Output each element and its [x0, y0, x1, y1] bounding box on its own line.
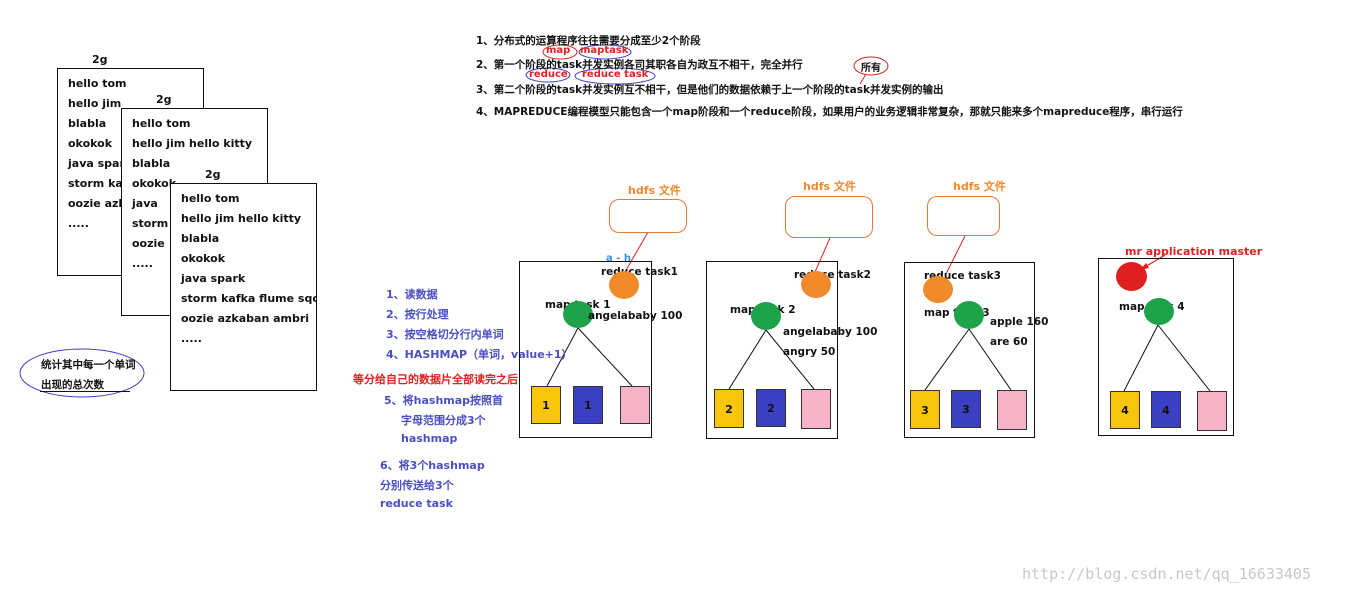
doc2-line: .....	[132, 257, 153, 270]
map-task-1-kv-1: angelababy 100	[588, 310, 683, 322]
app-master-circle	[1116, 262, 1147, 291]
map-task-2-circle	[751, 302, 781, 330]
node-box-4	[1098, 258, 1234, 436]
doc3-size-label: 2g	[205, 168, 221, 181]
map-annotation-ellipse	[542, 44, 578, 60]
doc3-line: storm kafka flume sqoop	[181, 292, 316, 305]
step-1: 1、读数据	[386, 288, 438, 301]
step-6-line1: 6、将3个hashmap	[380, 459, 485, 472]
partition-2-yellow: 2	[714, 389, 744, 428]
annotation-map: map	[546, 45, 571, 56]
doc3-lines: hello tom hello jim hello kitty blabla okok…	[171, 184, 316, 349]
step-6-line2: 分别传送给3个	[380, 479, 454, 492]
task-description-line1: 统计其中每一个单词	[41, 359, 136, 371]
partition-3-yellow: 3	[910, 390, 940, 429]
map-task-3-circle	[954, 301, 984, 329]
doc2-line: storm	[132, 217, 169, 230]
annotation-all: 所有	[861, 63, 881, 74]
partition-1-blue: 1	[573, 386, 603, 424]
step-3: 3、按空格切分行内单词	[386, 328, 504, 341]
note-1: 1、分布式的运算程序往往需要分成至少2个阶段	[476, 35, 701, 47]
doc3-line: java spark	[181, 272, 246, 285]
partition-4-pink	[1197, 391, 1227, 431]
reduce-task-2-circle	[801, 271, 831, 298]
doc2-line: java	[132, 197, 158, 210]
annotation-reduce: reduce	[529, 69, 568, 80]
step-6-line3: reduce task	[380, 497, 453, 510]
step-4: 4、HASHMAP（单词，value+1）	[386, 348, 573, 361]
hdfs-label-2: hdfs 文件	[803, 180, 856, 193]
doc1-size-label: 2g	[92, 53, 108, 66]
step-5-line2: 字母范围分成3个	[401, 414, 486, 427]
partition-4-blue: 4	[1151, 391, 1181, 428]
doc1-line: blabla	[68, 117, 107, 130]
doc3-line: blabla	[181, 232, 220, 245]
task-description-underline	[40, 391, 130, 392]
partition-1-pink	[620, 386, 650, 424]
partition-3-blue: 3	[951, 390, 981, 428]
watermark: http://blog.csdn.net/qq_16633405	[1022, 565, 1311, 583]
partition-2-blue: 2	[756, 389, 786, 427]
app-master-label: mr application master	[1125, 245, 1263, 258]
node-box-3	[904, 262, 1035, 438]
doc2-size-label: 2g	[156, 93, 172, 106]
annotation-reduce-task: reduce task	[582, 69, 649, 80]
map-task-3-kv-1: apple 160	[990, 316, 1049, 328]
step-5-line1: 5、将hashmap按照首	[384, 394, 504, 407]
doc1-line: hello jim	[68, 97, 122, 110]
step-wait: 等分给自己的数据片全部读完之后	[353, 373, 518, 386]
hdfs-file-2	[785, 196, 873, 238]
map-task-2-kv-1: angelababy 100	[783, 326, 878, 338]
task-description-line2: 出现的总次数	[41, 379, 104, 391]
doc1-line: java spark	[68, 157, 133, 170]
hdfs-label-1: hdfs 文件	[628, 184, 681, 197]
maptask-annotation-ellipse	[578, 44, 632, 60]
reduce-task-annotation-ellipse	[574, 67, 656, 85]
node-box-1	[519, 261, 652, 438]
partition-1-yellow: 1	[531, 386, 561, 424]
partition-3-pink	[997, 390, 1027, 430]
hdfs-file-1	[609, 199, 687, 233]
range-label: a - h	[606, 253, 631, 264]
doc2-line: hello tom	[132, 117, 191, 130]
hdfs-label-3: hdfs 文件	[953, 180, 1006, 193]
all-annotation-ellipse	[853, 56, 889, 76]
reduce-annotation-ellipse	[525, 67, 571, 83]
doc2-lines: hello tom hello jim hello kitty blabla okok…	[122, 109, 267, 274]
doc3-line: okokok	[181, 252, 226, 265]
doc1-line: .....	[68, 217, 89, 230]
doc2-line: oozie	[132, 237, 165, 250]
doc3-line: hello jim hello kitty	[181, 212, 302, 225]
doc1-line: okokok	[68, 137, 113, 150]
doc3-line: .....	[181, 332, 202, 345]
doc3: hello tom hello jim hello kitty blabla okok…	[170, 183, 317, 391]
note-4: 4、MAPREDUCE编程模型只能包含一个map阶段和一个reduce阶段，如果…	[476, 106, 1183, 118]
map-task-2-kv-2: angry 50	[783, 346, 836, 358]
step-2: 2、按行处理	[386, 308, 449, 321]
map-task-4-circle	[1144, 298, 1174, 325]
doc2-line: okokok	[132, 177, 177, 190]
task-description-ellipse	[19, 348, 145, 398]
doc2-line: blabla	[132, 157, 171, 170]
partition-2-pink	[801, 389, 831, 429]
doc2-line: hello jim hello kitty	[132, 137, 253, 150]
node-box-2	[706, 261, 838, 439]
reduce-task-1-circle	[609, 271, 639, 299]
doc3-line: oozie azkaban ambri	[181, 312, 310, 325]
note-3: 3、第二个阶段的task并发实例互不相干，但是他们的数据依赖于上一个阶段的tas…	[476, 84, 944, 96]
partition-4-yellow: 4	[1110, 391, 1140, 429]
map-task-1-circle	[563, 301, 593, 328]
doc1-line: hello tom	[68, 77, 127, 90]
reduce-task-3-circle	[923, 276, 953, 303]
step-5-line3: hashmap	[401, 432, 458, 445]
annotation-maptask: maptask	[580, 45, 629, 56]
map-task-3-kv-2: are 60	[990, 336, 1028, 348]
note-2: 2、第一个阶段的task并发实例各司其职各自为政互不相干，完全并行	[476, 59, 803, 71]
hdfs-file-3	[927, 196, 1000, 236]
doc3-line: hello tom	[181, 192, 240, 205]
